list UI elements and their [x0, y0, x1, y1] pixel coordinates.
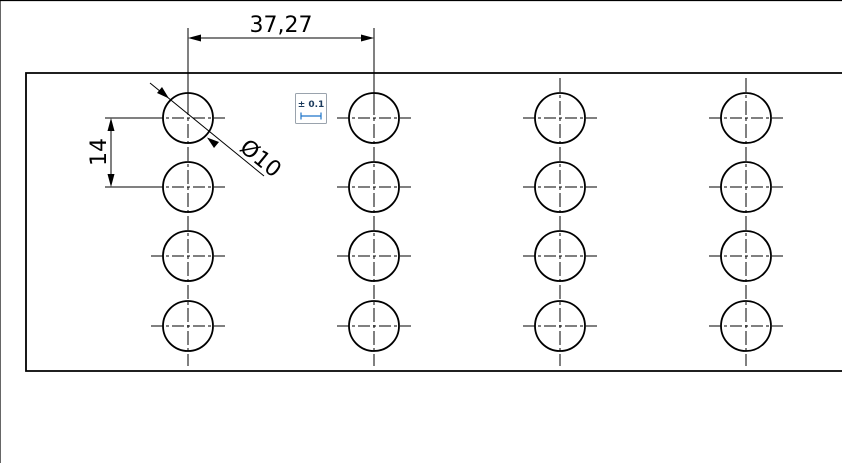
- diameter-label[interactable]: Ø10: [235, 135, 286, 183]
- hole[interactable]: [709, 161, 783, 213]
- hole[interactable]: [151, 161, 225, 213]
- horizontal-spacing-label[interactable]: 37,27: [250, 13, 313, 38]
- hole[interactable]: [709, 300, 783, 352]
- hole[interactable]: [709, 230, 783, 282]
- tolerance-label: ± 0.1: [298, 100, 325, 110]
- hole-grid: [151, 78, 783, 366]
- vertical-spacing-dimension[interactable]: 14: [87, 117, 158, 188]
- hole[interactable]: [151, 300, 225, 352]
- tolerance-button[interactable]: ± 0.1: [295, 93, 327, 124]
- plate-outline[interactable]: [25, 72, 842, 372]
- hole[interactable]: [337, 230, 411, 282]
- hole[interactable]: [523, 92, 597, 144]
- hole[interactable]: [337, 300, 411, 352]
- hole[interactable]: [523, 230, 597, 282]
- hole[interactable]: [523, 161, 597, 213]
- hole[interactable]: [709, 92, 783, 144]
- horizontal-spacing-dimension[interactable]: 37,27: [187, 13, 375, 103]
- hole[interactable]: [337, 161, 411, 213]
- hole[interactable]: [151, 230, 225, 282]
- vertical-spacing-label[interactable]: 14: [87, 138, 112, 166]
- hole[interactable]: [523, 300, 597, 352]
- tolerance-icon: [300, 112, 322, 120]
- diameter-dimension[interactable]: Ø10: [149, 82, 286, 183]
